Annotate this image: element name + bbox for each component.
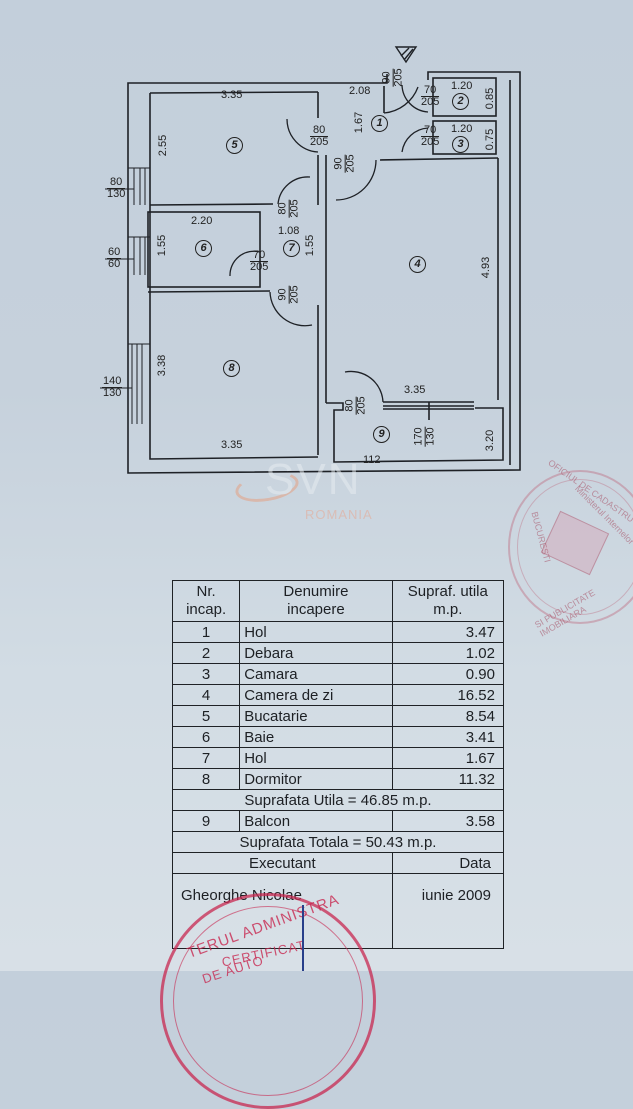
dim-pantry-depth: 0.75 (484, 128, 497, 151)
watermark-logo: SVN (265, 455, 362, 504)
dim-hall2-depth: 1.55 (304, 234, 317, 257)
watermark: SVN ROMANIA (233, 455, 410, 525)
dim-storage-width: 1.20 (451, 80, 473, 92)
certification-stamp: TERUL ADMINISTRA CERTIFICAT DE AUTO (160, 891, 376, 1109)
dim-bedroom-width: 3.35 (221, 439, 243, 451)
room-marker-7: 7 (283, 240, 300, 257)
room-marker-2: 2 (452, 93, 469, 110)
dim-hall1-depth: 1.67 (353, 111, 366, 134)
room-marker-4: 4 (409, 256, 426, 273)
room-marker-3: 3 (452, 136, 469, 153)
room-marker-1: 1 (371, 115, 388, 132)
dim-storage-depth: 0.85 (484, 87, 497, 110)
dim-bath-width: 2.20 (191, 215, 213, 227)
dim-bedroom-depth: 3.38 (156, 354, 169, 377)
dim-living-depth: 4.93 (480, 256, 493, 279)
grand-total-row: Suprafata Totala = 50.43 m.p. (172, 831, 504, 853)
useful-total-row: Suprafata Utila = 46.85 m.p. (172, 789, 504, 811)
date-value: iunie 2009 (391, 873, 505, 949)
north-arrow-icon (394, 46, 418, 64)
floor-plan: 1 2 3 4 5 6 7 8 9 3.35 2.55 2.08 1.67 1.… (0, 0, 633, 480)
cadastre-stamp: OFICIUL DE CADASTRU Ministerul Internelo… (508, 458, 633, 639)
watermark-subtitle: ROMANIA (305, 507, 373, 522)
room-marker-8: 8 (223, 360, 240, 377)
signature-pen-stroke (302, 905, 304, 971)
room-marker-9: 9 (373, 426, 390, 443)
dim-kitchen-width: 3.35 (221, 89, 243, 101)
room-marker-6: 6 (195, 240, 212, 257)
header-nr: Nr.incap. (171, 580, 241, 622)
floor-plan-walls (100, 46, 521, 474)
dim-kitchen-depth: 2.55 (157, 134, 170, 157)
dim-living-width: 3.35 (404, 384, 426, 396)
dim-bath-depth: 1.55 (156, 234, 169, 257)
dim-hall1-width: 2.08 (349, 85, 371, 97)
executant-header-row: Executant Data (172, 852, 505, 874)
dim-balcony-width: 112 (363, 454, 381, 466)
dim-pantry-width: 1.20 (451, 123, 473, 135)
dim-hall2-width: 1.08 (278, 225, 300, 237)
room-marker-5: 5 (226, 137, 243, 154)
dim-balcony-depth: 3.20 (484, 429, 497, 452)
